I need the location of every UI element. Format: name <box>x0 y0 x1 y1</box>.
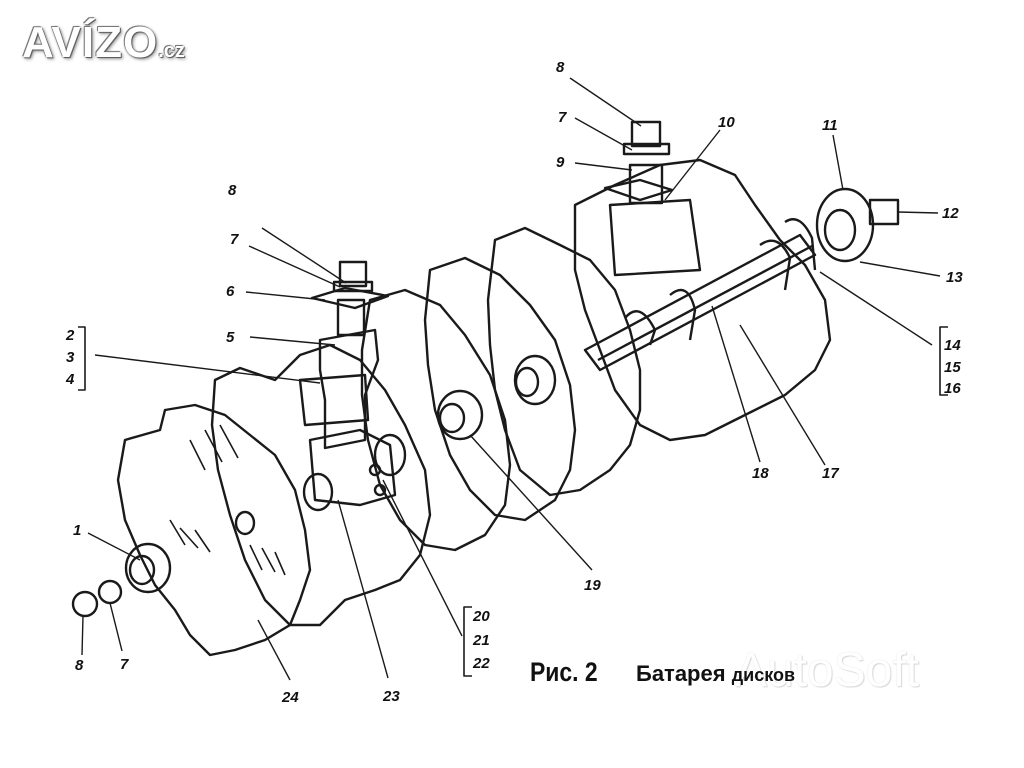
nut-8 <box>71 590 99 618</box>
figure-title-small: дисков <box>731 665 796 685</box>
clamp-4 <box>784 218 817 271</box>
label-7-rear: 7 <box>558 109 567 126</box>
label-24: 24 <box>281 689 299 706</box>
square-axle-edge <box>597 244 813 362</box>
label-8-front: 8 <box>228 182 237 199</box>
rear-nut-8 <box>630 120 662 148</box>
label-1: 1 <box>73 522 81 539</box>
label-18: 18 <box>752 465 769 482</box>
autosoft-watermark: AutoSoft <box>735 644 920 697</box>
front-hub <box>124 542 172 594</box>
disc-5 <box>486 226 642 497</box>
end-bolt-12 <box>868 198 900 226</box>
front-post-bracket <box>298 373 370 427</box>
leader-lines <box>81 77 941 681</box>
label-7-front: 7 <box>230 231 239 248</box>
label-12: 12 <box>942 205 959 222</box>
label-2: 2 <box>65 327 75 344</box>
label-23: 23 <box>382 688 400 705</box>
logo-name: AVÍZO <box>22 18 159 67</box>
logo-tld: .cz <box>158 40 185 62</box>
end-disc-11-inner <box>823 208 857 252</box>
disc-1 <box>116 403 312 657</box>
spool-3 <box>373 433 407 477</box>
label-3: 3 <box>66 349 75 366</box>
label-13: 13 <box>946 269 963 286</box>
disc-2 <box>210 343 432 627</box>
front-washer-7 <box>332 280 374 293</box>
figure-title: Батарея дисков <box>636 661 795 687</box>
spool-1 <box>436 389 484 441</box>
label-22: 22 <box>472 655 490 672</box>
front-post-neck <box>336 298 366 337</box>
avizo-logo[interactable]: AVÍZO.cz <box>22 18 185 68</box>
label-17: 17 <box>822 465 839 482</box>
spool-1-core <box>438 402 466 434</box>
bracket-14-16 <box>939 326 948 396</box>
disc-center <box>234 510 256 536</box>
figure-caption: Рис. 2 Батарея дисков <box>530 657 795 688</box>
front-post <box>318 328 380 450</box>
label-21: 21 <box>472 632 490 649</box>
label-16: 16 <box>944 380 961 397</box>
label-6: 6 <box>226 283 235 300</box>
square-axle <box>583 233 817 372</box>
bracket-20-22 <box>463 606 472 677</box>
label-5: 5 <box>226 329 235 346</box>
bolt-23-head <box>368 463 382 477</box>
clamp-1 <box>624 310 657 346</box>
label-8-rear: 8 <box>556 59 565 76</box>
figure-title-main: Батарея <box>636 661 726 686</box>
spool-2-core <box>514 366 540 398</box>
rear-post-body <box>608 198 702 277</box>
figure-number: Рис. 2 <box>530 657 598 687</box>
label-8-bottom: 8 <box>75 657 84 674</box>
bolt-20-head <box>373 483 387 497</box>
disc-6 <box>573 158 832 442</box>
bracket-2-4 <box>78 326 86 391</box>
disc-4 <box>423 256 577 522</box>
label-10: 10 <box>718 114 735 131</box>
bearing-housing <box>308 428 397 507</box>
bearing-shaft <box>302 472 334 512</box>
disc-3 <box>360 288 512 552</box>
rear-washer-7 <box>622 142 671 156</box>
label-19: 19 <box>584 577 601 594</box>
spool-2 <box>513 354 557 406</box>
washer-7 <box>97 579 123 605</box>
front-hub-inner <box>128 554 156 586</box>
label-7-bottom: 7 <box>120 656 129 673</box>
label-14: 14 <box>944 337 961 354</box>
part-number-labels: 1 2 3 4 5 6 7 7 7 8 8 8 9 10 11 12 13 14… <box>65 59 963 706</box>
label-11: 11 <box>822 117 838 134</box>
label-20: 20 <box>472 608 490 625</box>
label-4: 4 <box>65 371 75 388</box>
clamp-3 <box>759 239 792 291</box>
label-15: 15 <box>944 359 961 376</box>
drawing <box>71 77 948 681</box>
clamp-2 <box>669 288 697 341</box>
disc-1-hatching <box>169 424 286 576</box>
label-9: 9 <box>556 154 565 171</box>
front-nut-8 <box>338 260 368 288</box>
